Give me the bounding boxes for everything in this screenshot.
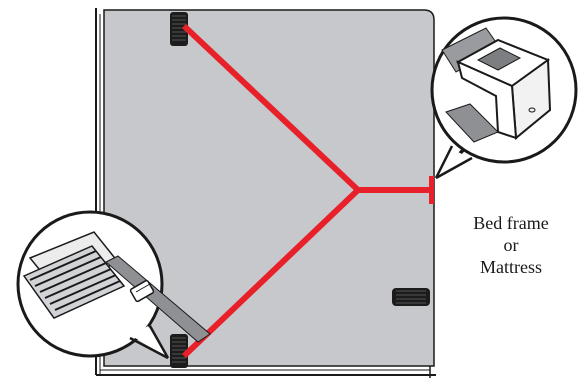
strap-line-top (181, 23, 361, 193)
label-line-2: or (503, 235, 519, 255)
mattress-clip-icon (430, 16, 578, 180)
strap-buckle-icon (16, 210, 211, 360)
strap-lines (181, 23, 432, 359)
rail-panel (103, 9, 435, 367)
strap-line-bottom (181, 187, 361, 359)
strap-pad-top-left (170, 12, 188, 46)
strap-end-bar (429, 176, 434, 204)
label-line-1: Bed frame (473, 213, 549, 233)
label-line-3: Mattress (480, 257, 542, 277)
bed-frame-or-mattress-label: Bed frame or Mattress (452, 212, 570, 278)
strap-pad-right (392, 288, 430, 306)
